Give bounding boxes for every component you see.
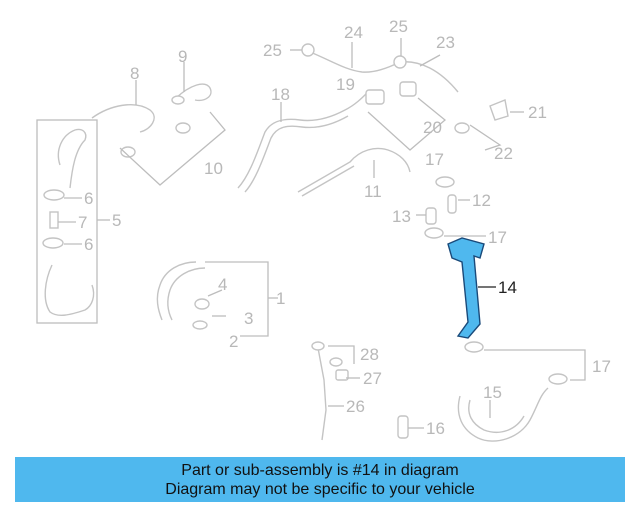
callout-25b: 25 [389, 17, 408, 36]
callout-7: 7 [78, 213, 87, 232]
banner-line-2: Diagram may not be specific to your vehi… [165, 480, 475, 498]
callout-17a: 17 [425, 150, 444, 169]
group-10-hoses [91, 62, 226, 186]
group-1-hoses [156, 261, 278, 337]
callout-5: 5 [112, 211, 121, 230]
callout-11: 11 [364, 182, 382, 201]
callout-23: 23 [436, 33, 455, 52]
callout-20: 20 [423, 118, 442, 137]
callout-18: 18 [271, 85, 290, 104]
group-5-hoses [36, 119, 110, 324]
banner-line-1: Part or sub-assembly is #14 in diagram [181, 461, 459, 479]
callout-6: 6 [84, 189, 93, 208]
callout-25a: 25 [263, 41, 282, 60]
group-20-fittings [365, 81, 524, 151]
callout-13: 13 [392, 207, 411, 226]
callout-9: 9 [178, 47, 187, 66]
callout-17b: 17 [488, 228, 507, 247]
callout-2: 2 [229, 332, 238, 351]
part-14-highlighted[interactable] [447, 237, 496, 339]
callout-labels: 1 2 3 4 5 6 6 7 8 9 10 11 12 13 14 15 16… [78, 17, 611, 438]
callout-1: 1 [276, 289, 285, 308]
callout-24: 24 [344, 23, 363, 42]
callout-19: 19 [336, 75, 355, 94]
info-banner: Part or sub-assembly is #14 in diagram D… [15, 457, 625, 502]
callout-15: 15 [483, 383, 502, 402]
callout-17c: 17 [592, 357, 611, 376]
callout-3: 3 [244, 309, 253, 328]
callout-26: 26 [346, 397, 365, 416]
callout-4: 4 [218, 275, 227, 294]
group-11-pipe [297, 147, 486, 239]
group-15-hoses [397, 341, 586, 442]
callout-10: 10 [204, 159, 223, 178]
group-24-hose [290, 38, 459, 93]
callout-14: 14 [498, 278, 517, 297]
callout-28: 28 [360, 345, 379, 364]
group-18-tube [237, 91, 369, 193]
callout-22: 22 [494, 144, 513, 163]
callout-6b: 6 [84, 235, 93, 254]
callout-8: 8 [130, 64, 139, 83]
group-26-pipe [311, 341, 360, 441]
callout-16: 16 [426, 419, 445, 438]
callout-27: 27 [363, 369, 382, 388]
callout-21: 21 [528, 103, 547, 122]
callout-12: 12 [472, 191, 491, 210]
